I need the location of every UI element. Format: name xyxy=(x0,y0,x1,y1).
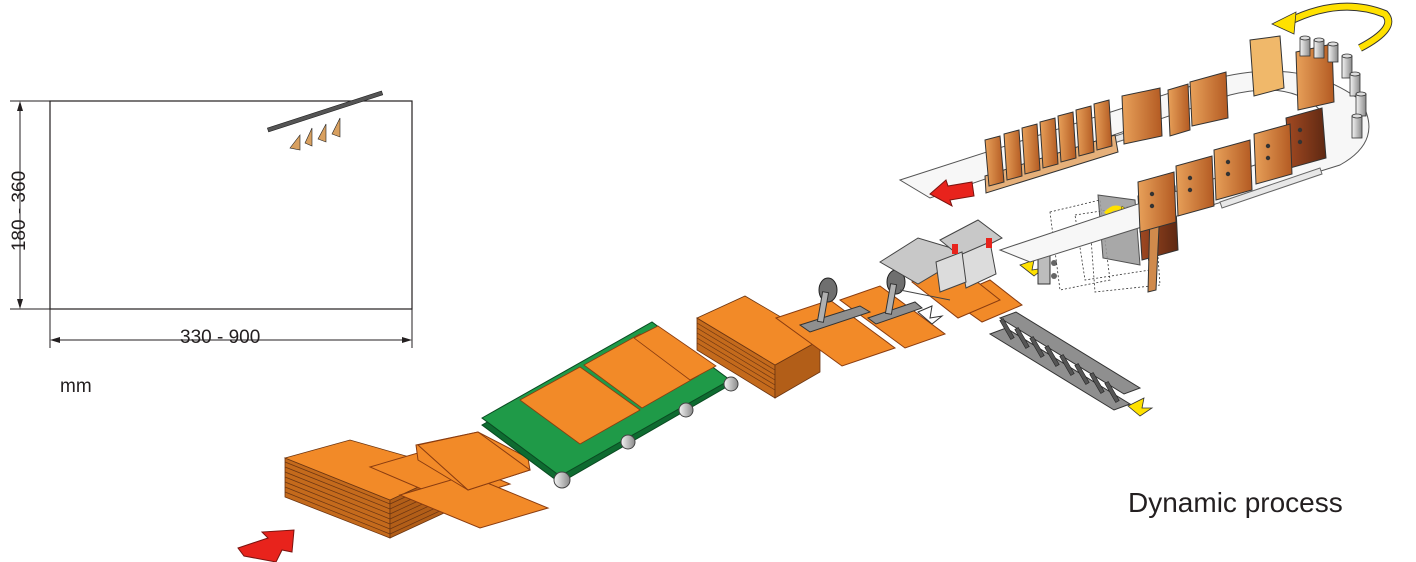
flip-station xyxy=(1049,199,1161,293)
roller-station xyxy=(774,269,947,367)
intermediate-sheet-stack xyxy=(696,295,821,399)
width-dimension-label: 330 - 900 xyxy=(176,327,265,349)
upper-board-row xyxy=(267,35,1335,194)
input-red-arrow-icon xyxy=(237,529,295,562)
sheet-single xyxy=(416,431,532,491)
process-title: Dynamic process xyxy=(1128,487,1343,518)
green-conveyor-belt xyxy=(481,321,739,489)
feed-yellow-arrow-icon xyxy=(1127,397,1154,417)
return-yellow-curved-arrow-icon xyxy=(1271,2,1393,52)
output-red-arrow-icon xyxy=(929,179,975,208)
rail-feed xyxy=(988,311,1154,417)
dimension-drawing xyxy=(10,100,413,348)
unit-label: mm xyxy=(60,376,92,397)
gantry-machine xyxy=(879,219,1057,323)
lower-board-row xyxy=(1137,107,1327,233)
turn-rollers xyxy=(1299,35,1367,139)
sheet-outline xyxy=(49,100,413,310)
